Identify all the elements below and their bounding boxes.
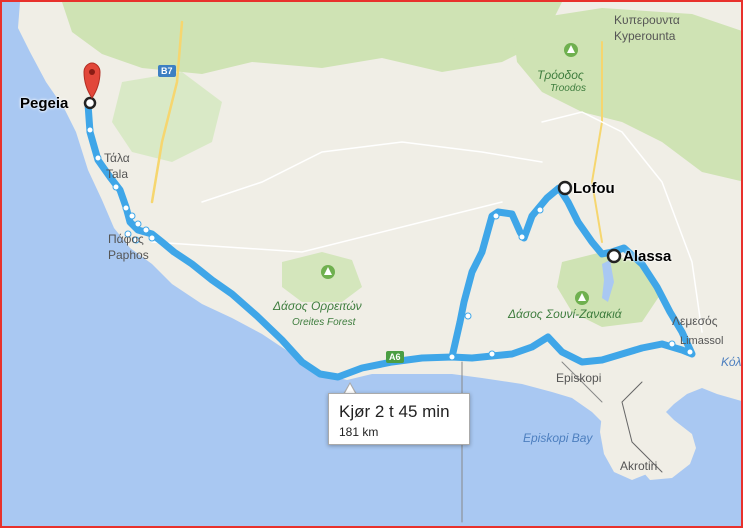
road-badge-a6: A6: [386, 351, 404, 363]
label-tala-en: Tala: [106, 167, 129, 181]
label-akrotiri: Akrotiri: [620, 459, 658, 473]
label-tala-gr: Τάλα: [104, 151, 130, 165]
route-duration: Kjør 2 t 45 min: [339, 402, 450, 421]
label-troodos-en: Troodos: [550, 83, 586, 94]
green-area-north: [62, 2, 562, 74]
akrotiri-land: [600, 410, 672, 480]
label-paphos-en: Paphos: [108, 248, 149, 262]
route-line: [84, 100, 696, 381]
forest-icon: [321, 43, 589, 305]
label-orreiton-en: Oreites Forest: [292, 317, 356, 328]
waypoints: [86, 126, 694, 361]
label-kolpos-gr: Κόλ: [721, 355, 742, 369]
label-limassol-en: Limassol: [680, 335, 724, 347]
label-kyperounta-gr: Κυπερουντα: [614, 13, 680, 27]
label-alassa[interactable]: Alassa: [623, 248, 672, 265]
green-area-orreiton: [282, 252, 362, 302]
route-info-box[interactable]: Kjør 2 t 45 min 181 km: [328, 393, 470, 445]
label-troodos-gr: Τρόοδος: [537, 68, 584, 82]
reservoir: [602, 260, 614, 302]
label-episkopi: Episkopi: [556, 371, 602, 385]
label-souni-gr: Δάσος Σουνί-Ζανακιά: [508, 307, 622, 321]
label-paphos-gr: Πάφος: [108, 232, 144, 246]
destination-marker-icon[interactable]: [83, 62, 101, 99]
label-lofou[interactable]: Lofou: [573, 180, 615, 197]
road-badge-b7: B7: [158, 65, 176, 77]
route-info-pointer-fill: [344, 384, 356, 395]
label-episkopi-bay: Episkopi Bay: [523, 431, 593, 445]
label-orreiton-gr: Δάσος Ορρειτών: [273, 299, 362, 313]
waypoint-icon[interactable]: [83, 96, 622, 264]
label-kyperounta-en: Kyperounta: [614, 29, 676, 43]
label-pegeia[interactable]: Pegeia: [20, 95, 69, 112]
route-distance: 181 km: [339, 425, 379, 439]
label-lemesos-gr: Λεμεσός: [672, 314, 718, 328]
